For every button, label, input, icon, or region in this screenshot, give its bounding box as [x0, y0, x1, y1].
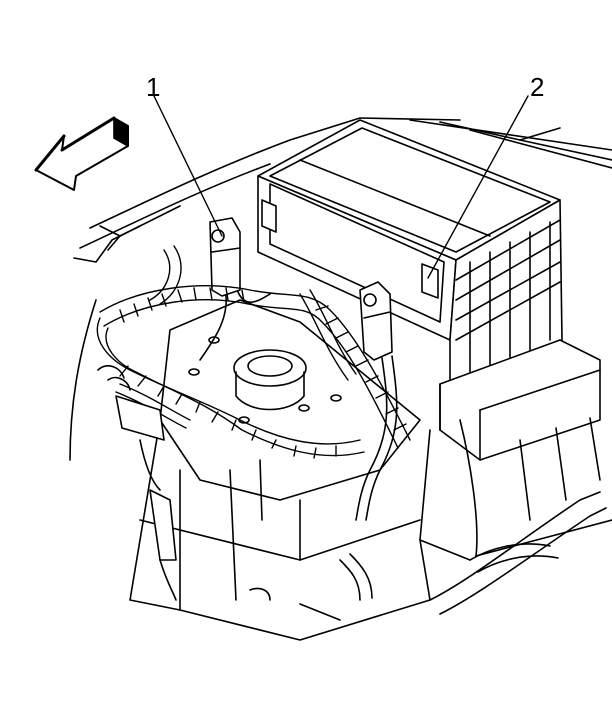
leader-line-2 [427, 95, 529, 279]
callout-2: 2 [530, 72, 544, 102]
leader-line-1 [153, 95, 223, 237]
engine-bay-panel [129, 299, 431, 641]
lower-hoses [249, 491, 607, 621]
harness-connector [97, 365, 177, 601]
leader-lines [153, 95, 529, 279]
forward-arrow-icon [34, 116, 129, 191]
wiring-harness [96, 245, 411, 459]
positive-battery-cable [355, 281, 398, 521]
battery [257, 119, 563, 393]
callout-1: 1 [146, 72, 160, 102]
battery-tray [419, 339, 612, 561]
fender-outline [69, 117, 612, 461]
